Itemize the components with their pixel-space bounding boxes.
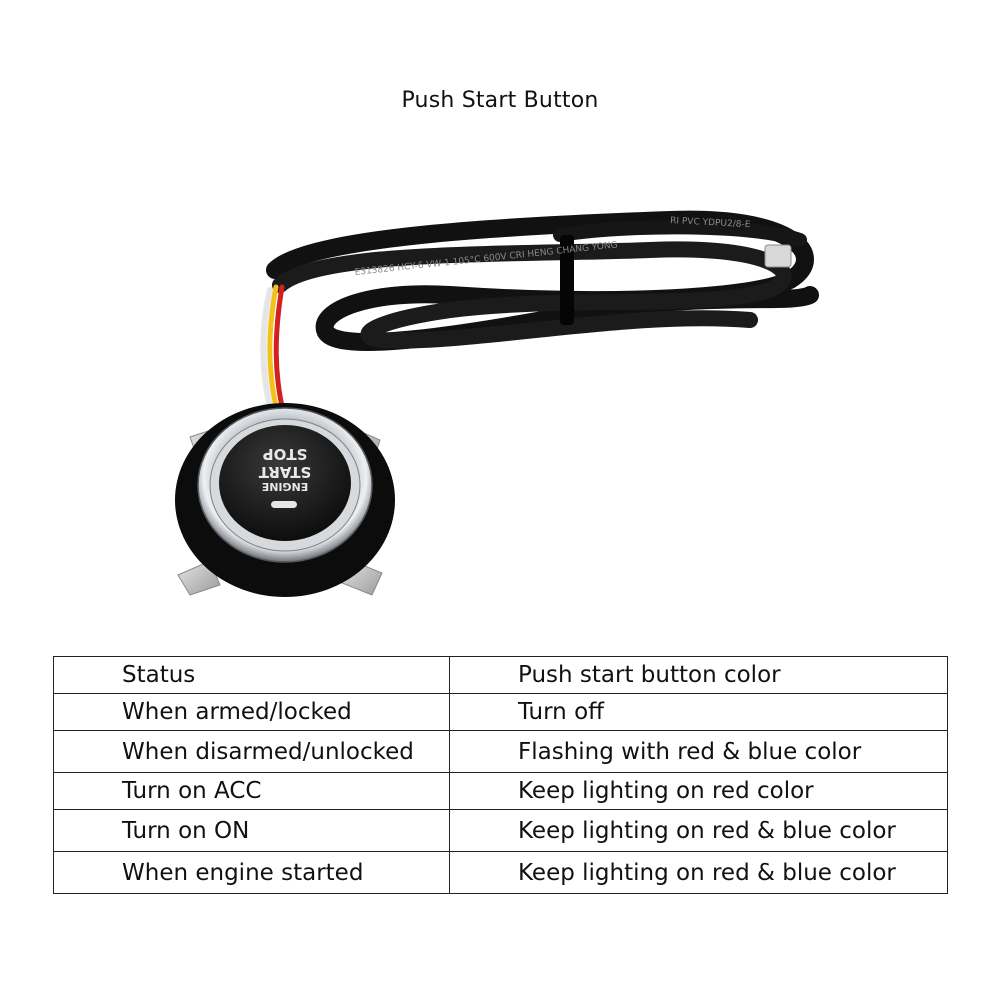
cable <box>266 210 819 351</box>
table-cell-status: When armed/locked <box>53 693 450 731</box>
led-indicator <box>271 501 297 508</box>
table-row: Turn on ON Keep lighting on red & blue c… <box>53 809 948 852</box>
table-cell-status: Turn on ON <box>53 809 450 852</box>
button-label-engine: ENGINE <box>262 480 309 493</box>
cable-print-2: RI PVC YDPU2/8-E <box>670 216 751 230</box>
table-row: Turn on ACC Keep lighting on red color <box>53 772 948 810</box>
table-cell-status: Status <box>53 656 450 694</box>
table-header-row: Status Push start button color <box>53 656 948 694</box>
page-title: Push Start Button <box>401 88 599 113</box>
cable-tie <box>560 235 574 325</box>
table-cell-color: Keep lighting on red color <box>449 772 948 810</box>
table-cell-color: Push start button color <box>449 656 948 694</box>
wires <box>259 284 287 419</box>
table-row: When armed/locked Turn off <box>53 693 948 731</box>
product-image: E313826 HCY-6 VW-1 105°C 600V CRI HENG C… <box>150 195 850 615</box>
table-cell-color: Keep lighting on red & blue color <box>449 851 948 894</box>
connector <box>764 244 792 268</box>
button-label-stop: STOP <box>263 445 308 463</box>
button-cap <box>219 425 351 541</box>
table-cell-status: Turn on ACC <box>53 772 450 810</box>
table-row: When disarmed/unlocked Flashing with red… <box>53 730 948 773</box>
table-cell-color: Turn off <box>449 693 948 731</box>
table-cell-color: Flashing with red & blue color <box>449 730 948 773</box>
table-cell-status: When engine started <box>53 851 450 894</box>
push-start-button-illustration: E313826 HCY-6 VW-1 105°C 600V CRI HENG C… <box>175 210 819 597</box>
table-cell-color: Keep lighting on red & blue color <box>449 809 948 852</box>
table-row: When engine started Keep lighting on red… <box>53 851 948 894</box>
status-table: Status Push start button color When arme… <box>53 656 948 894</box>
table-cell-status: When disarmed/unlocked <box>53 730 450 773</box>
button-label-start: START <box>258 463 311 481</box>
